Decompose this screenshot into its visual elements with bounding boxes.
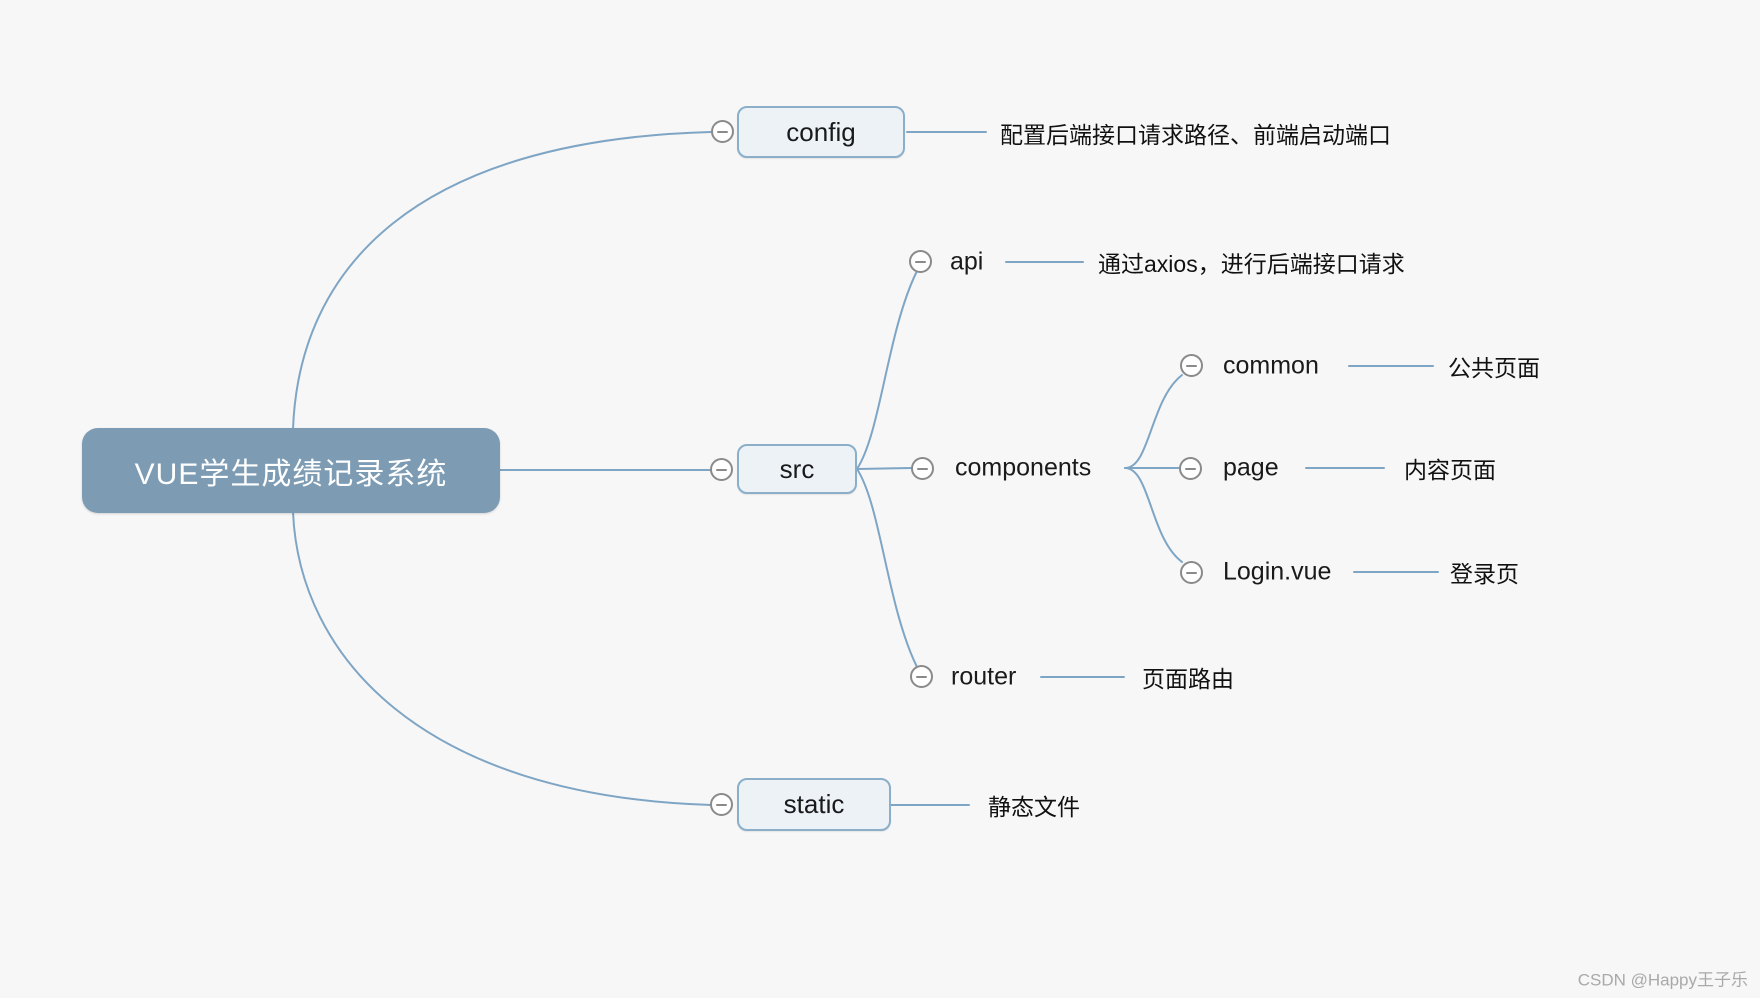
minus-icon xyxy=(1186,364,1197,367)
watermark: CSDN @Happy王子乐 xyxy=(1577,970,1748,990)
topic-src[interactable]: src xyxy=(737,444,857,494)
minus-icon xyxy=(917,467,928,470)
note-config[interactable]: 配置后端接口请求路径、前端启动端口 xyxy=(1000,122,1391,148)
collapse-toggle-src[interactable] xyxy=(710,458,733,481)
collapse-toggle-login[interactable] xyxy=(1180,561,1203,584)
collapse-toggle-components[interactable] xyxy=(911,457,934,480)
topic-login-vue[interactable]: Login.vue xyxy=(1223,557,1332,586)
topic-api[interactable]: api xyxy=(950,247,984,276)
minus-icon xyxy=(716,803,727,806)
note-login[interactable]: 登录页 xyxy=(1450,561,1519,587)
topic-common[interactable]: common xyxy=(1223,351,1319,380)
topic-static[interactable]: static xyxy=(737,778,891,831)
topic-router[interactable]: router xyxy=(951,662,1017,691)
minus-icon xyxy=(916,675,927,678)
minus-icon xyxy=(717,130,728,133)
edge-components-common xyxy=(1124,374,1183,469)
collapse-toggle-page[interactable] xyxy=(1179,457,1202,480)
edge-root-static xyxy=(292,511,712,806)
minus-icon xyxy=(716,468,727,471)
note-api[interactable]: 通过axios，进行后端接口请求 xyxy=(1098,251,1405,277)
collapse-toggle-api[interactable] xyxy=(909,250,932,273)
edge-src-router xyxy=(856,468,918,668)
topic-components[interactable]: components xyxy=(955,453,1092,482)
edge-src-components xyxy=(856,467,913,470)
topic-page[interactable]: page xyxy=(1223,453,1279,482)
collapse-toggle-common[interactable] xyxy=(1180,354,1203,377)
note-common[interactable]: 公共页面 xyxy=(1448,355,1540,381)
note-page[interactable]: 内容页面 xyxy=(1404,457,1496,483)
note-static[interactable]: 静态文件 xyxy=(988,794,1080,820)
topic-config[interactable]: config xyxy=(737,106,905,158)
collapse-toggle-static[interactable] xyxy=(710,793,733,816)
edge-src-api xyxy=(856,270,918,470)
minus-icon xyxy=(915,260,926,263)
minus-icon xyxy=(1186,571,1197,574)
root-topic[interactable]: VUE学生成绩记录系统 xyxy=(82,428,500,513)
minus-icon xyxy=(1185,467,1196,470)
collapse-toggle-router[interactable] xyxy=(910,665,933,688)
collapse-toggle-config[interactable] xyxy=(711,120,734,143)
edge-components-login xyxy=(1124,467,1183,563)
edge-root-config xyxy=(292,131,712,430)
note-router[interactable]: 页面路由 xyxy=(1142,666,1234,692)
